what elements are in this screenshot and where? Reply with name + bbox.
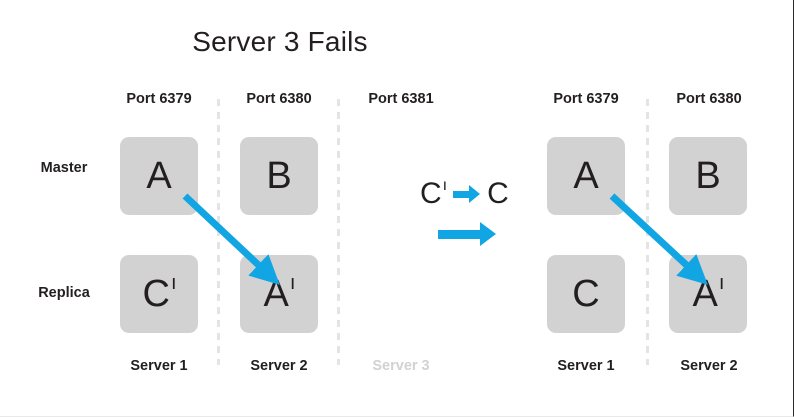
server-label-before-1: Server 1 [130,358,188,374]
column-divider-before-1 [217,99,220,365]
page-title: Server 3 Fails [192,26,368,57]
port-label-before-server3: Port 6381 [368,91,434,107]
port-label-after-server2: Port 6380 [676,91,742,107]
column-divider-after-1 [646,99,649,365]
row-label-master: Master [40,160,88,176]
node-before-server2-master[interactable]: B [240,137,318,215]
legend-promotion-to: C [487,177,509,210]
node-glyph: A [146,155,172,197]
server-label-after-1: Server 1 [557,358,615,374]
server-label-before-3: Server 3 [372,358,430,374]
column-divider-before-2 [337,99,340,365]
server-label-before-2: Server 2 [250,358,308,374]
node-after-server1-master[interactable]: A [547,137,625,215]
server-label-after-2: Server 2 [680,358,738,374]
arrow-right-icon [453,185,481,203]
node-glyph: B [695,155,721,197]
port-label-before-server1: Port 6379 [126,91,192,107]
arrow-right-icon [438,222,496,246]
node-glyph: B [266,155,292,197]
port-label-after-server1: Port 6379 [553,91,619,107]
node-before-server1-master[interactable]: A [120,137,198,215]
port-label-before-server2: Port 6380 [246,91,312,107]
node-after-server2-master[interactable]: B [669,137,747,215]
node-glyph: A [573,155,599,197]
node-glyph: C [572,273,600,315]
legend-flow [438,222,496,246]
row-label-replica: Replica [38,285,90,301]
node-after-server1-replica[interactable]: C [547,255,625,333]
